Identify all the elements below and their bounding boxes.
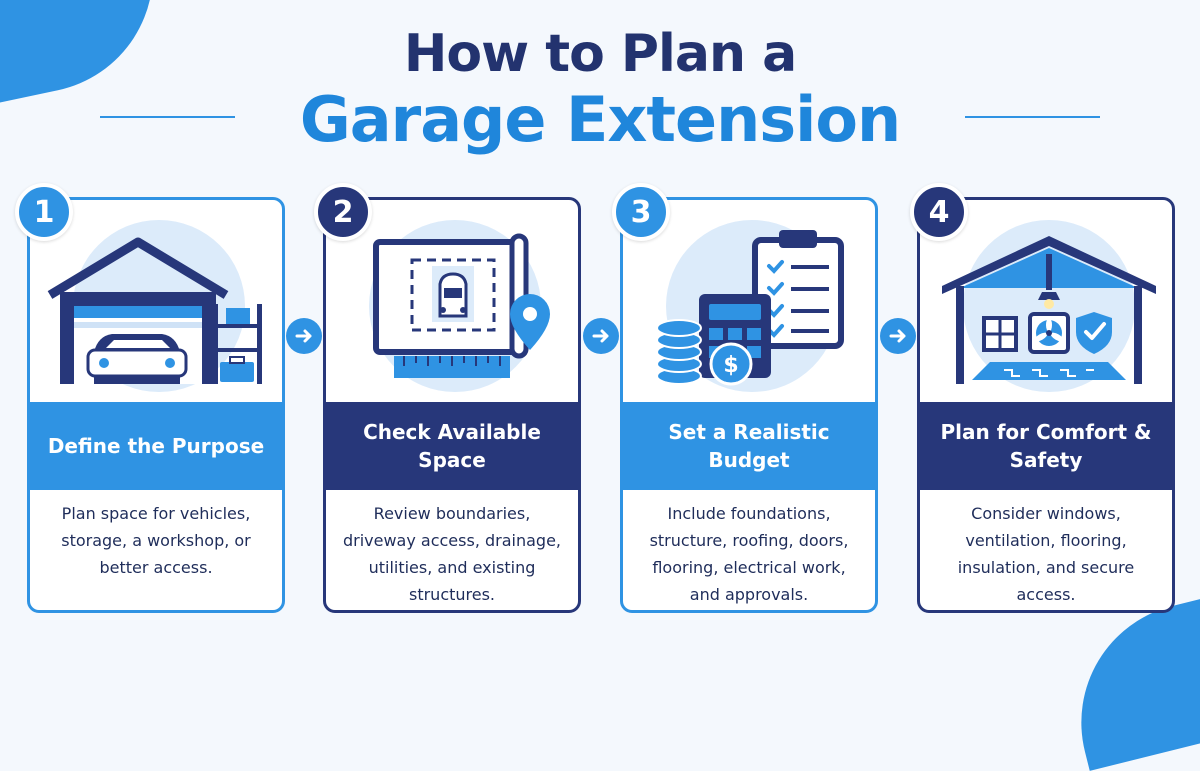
step-description: Plan space for vehicles, storage, a work…: [61, 504, 251, 577]
step-card-3: $ Set a Realistic Budget Include foundat…: [620, 197, 878, 613]
page-title-line2: Garage Extension: [299, 83, 901, 156]
blueprint-icon: [369, 220, 550, 392]
svg-text:$: $: [723, 353, 738, 378]
step-title: Check Available Space: [326, 402, 578, 490]
step-number-badge-3: 3: [612, 183, 670, 241]
step-description: Include foundations, structure, roofing,…: [649, 504, 849, 604]
step-description: Consider windows, ventilation, flooring,…: [957, 504, 1135, 604]
step-number-badge-4: 4: [910, 183, 968, 241]
page-title-line1: How to Plan a: [403, 24, 797, 84]
comfort-safety-icon: [942, 220, 1156, 392]
connector-arrow-icon: [583, 318, 619, 354]
step-title: Plan for Comfort & Safety: [920, 402, 1172, 490]
corner-decoration-bottom-right: [1055, 589, 1200, 771]
step-card-2: Check Available Space Review boundaries,…: [323, 197, 581, 613]
step-title: Define the Purpose: [30, 402, 282, 490]
step-number-badge-2: 2: [314, 183, 372, 241]
title-rule-right: [965, 116, 1100, 118]
connector-arrow-icon: [880, 318, 916, 354]
step-description: Review boundaries, driveway access, drai…: [342, 504, 562, 604]
step-card-1: Define the Purpose Plan space for vehicl…: [27, 197, 285, 613]
connector-arrow-icon: [286, 318, 322, 354]
garage-car-icon: [47, 220, 262, 392]
step-number-badge-1: 1: [15, 183, 73, 241]
step-title: Set a Realistic Budget: [623, 402, 875, 490]
title-rule-left: [100, 116, 235, 118]
budget-icon: $: [656, 220, 844, 392]
step-card-4: Plan for Comfort & Safety Consider windo…: [917, 197, 1175, 613]
